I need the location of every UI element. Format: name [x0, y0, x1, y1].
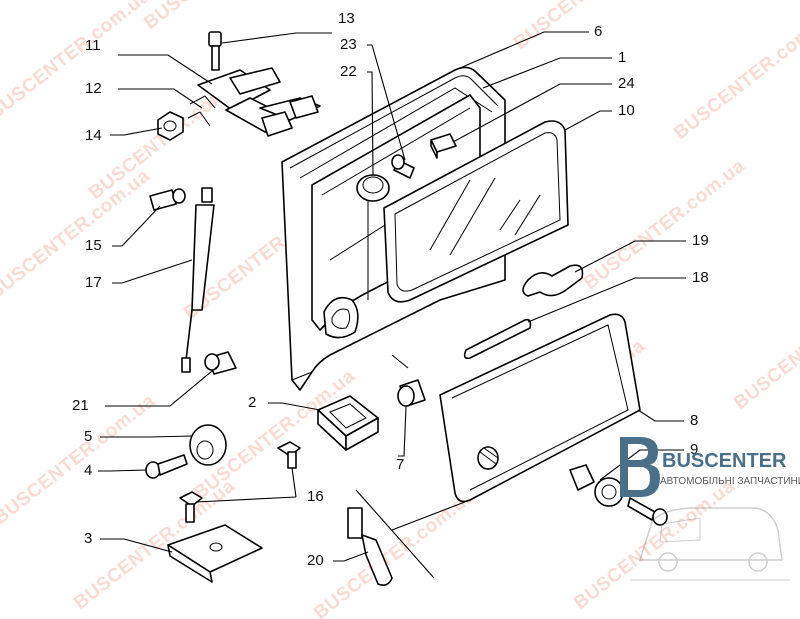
callout-5: 5 — [84, 428, 92, 445]
callout-9: 9 — [690, 441, 698, 458]
handle-20 — [347, 507, 393, 586]
callout-3: 3 — [84, 530, 92, 547]
leader-10 — [564, 110, 612, 131]
leader-22 — [367, 71, 374, 176]
callout-21: 21 — [72, 397, 89, 414]
watermark: BUSCENTER.com.ua — [140, 0, 309, 34]
bump-stop-5 — [189, 424, 227, 466]
leader-9 — [599, 449, 684, 481]
lock-9 — [569, 464, 668, 526]
callout-18: 18 — [692, 269, 709, 286]
leader-12 — [118, 88, 203, 109]
latch-housing-2 — [317, 395, 379, 451]
logo-b-mark-icon — [620, 437, 660, 497]
leader-3 — [100, 538, 173, 553]
callout-22: 22 — [340, 63, 357, 80]
leader-1 — [482, 57, 612, 89]
minibus-icon — [630, 507, 790, 581]
callout-labels: 13 6 11 23 1 22 12 24 10 14 15 19 17 18 … — [72, 10, 709, 569]
leader-16 — [195, 467, 297, 503]
gas-strut-17 — [181, 187, 215, 373]
leader-17 — [112, 259, 193, 284]
leader-6 — [459, 31, 589, 69]
leader-2 — [268, 402, 321, 411]
callout-10: 10 — [618, 102, 635, 119]
callout-14: 14 — [85, 127, 102, 144]
nut-14 — [157, 111, 184, 141]
callout-6: 6 — [594, 23, 602, 40]
callout-11: 11 — [85, 37, 101, 54]
leader-lines — [98, 31, 686, 579]
watermark: BUSCENTER.com.ua — [0, 0, 154, 124]
screw-16b — [179, 491, 203, 523]
callout-13: 13 — [338, 10, 355, 27]
bolt-23 — [391, 154, 415, 179]
grommet-22 — [356, 174, 390, 202]
callout-17: 17 — [85, 274, 102, 291]
ball-stud-15 — [149, 188, 186, 211]
logo-name: BUSCENTER — [662, 450, 787, 472]
leader-4 — [98, 469, 147, 472]
callout-20: 20 — [307, 552, 324, 569]
leader-11 — [118, 54, 213, 85]
rear-window-glass — [383, 120, 569, 303]
leader-13 — [221, 32, 332, 44]
small-block-24 — [430, 133, 457, 159]
watermark: BUSCENTER.com.ua — [580, 155, 749, 293]
callout-2: 2 — [248, 394, 256, 411]
screw-16a — [277, 441, 301, 469]
trim-panel-8 — [439, 313, 641, 503]
callout-4: 4 — [84, 462, 92, 479]
watermark: BUSCENTER.com.ua — [670, 5, 800, 143]
callout-23: 23 — [340, 36, 357, 53]
ball-stud-21 — [204, 351, 237, 375]
hinge-assembly — [187, 31, 321, 137]
leader-23 — [367, 44, 406, 161]
callout-1: 1 — [618, 49, 626, 66]
watermark: BUSCENTER.com.ua — [730, 275, 800, 413]
handle-connector-line — [355, 489, 471, 579]
handle-trim-18 — [463, 318, 532, 360]
leader-24 — [452, 83, 612, 143]
leader-8 — [637, 409, 684, 422]
clip-19 — [522, 264, 584, 297]
leader-5 — [100, 435, 193, 438]
leader-18 — [527, 277, 686, 323]
leader-15 — [112, 205, 161, 247]
callout-12: 12 — [85, 80, 102, 97]
callout-8: 8 — [690, 412, 698, 429]
leader-19 — [574, 240, 686, 273]
callout-24: 24 — [618, 75, 635, 92]
leader-14 — [110, 127, 163, 136]
callout-19: 19 — [692, 232, 709, 249]
watermark: BUSCENTER.com.ua — [310, 485, 479, 619]
latch-7 — [397, 379, 426, 407]
logo-tagline: АВТОМОБІЛЬНІ ЗАПЧАСТИНИ — [660, 476, 800, 487]
leader-7 — [398, 406, 407, 457]
buscenter-logo: BUSCENTER АВТОМОБІЛЬНІ ЗАПЧАСТИНИ — [620, 437, 800, 581]
bracket-3 — [167, 524, 263, 583]
leader-21 — [105, 365, 219, 407]
leader-20 — [333, 551, 369, 562]
callout-15: 15 — [85, 237, 102, 254]
screw-4 — [145, 454, 188, 479]
door-connector-line — [391, 354, 409, 369]
callout-7: 7 — [396, 456, 404, 473]
watermark: BUSCENTER.com.ua — [0, 165, 154, 303]
callout-16: 16 — [307, 488, 324, 505]
